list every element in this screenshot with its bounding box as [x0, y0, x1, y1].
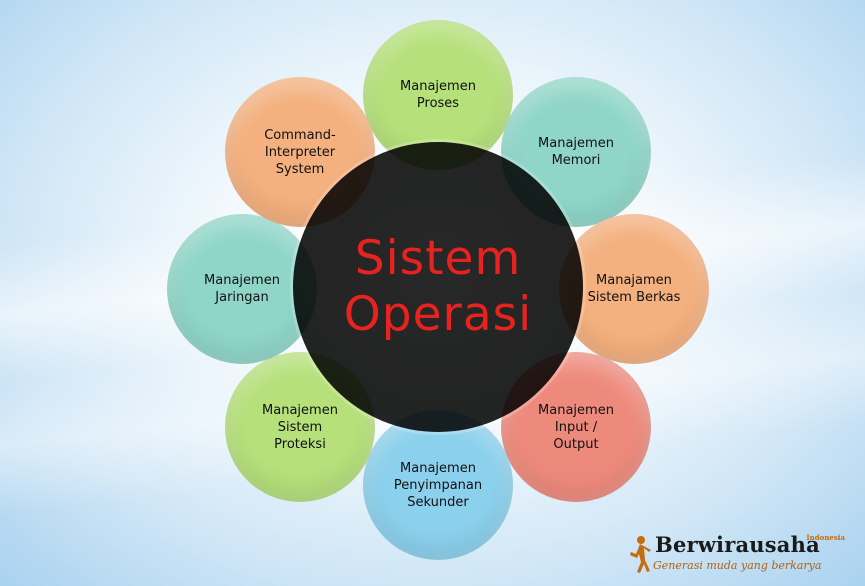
node-label: Manajemen Proses [400, 79, 476, 111]
node-label: Manajemen Penyimpanan Sekunder [393, 460, 483, 510]
center-title: Sistem Operasi [293, 142, 583, 432]
node-manajemen-penyimpanan-sekunder: Manajemen Penyimpanan Sekunder [363, 410, 513, 560]
node-manajemen-memori: Manajemen Memori [501, 77, 651, 227]
node-label: Command- Interpreter System [264, 127, 336, 177]
node-label: Manajemen Jaringan [204, 273, 280, 305]
logo-tagline: Generasi muda yang berkarya [653, 559, 822, 572]
node-label: Manajemen Input / Output [538, 402, 614, 452]
center-title-line2: Operasi [343, 287, 533, 342]
node-label: Manajemen Sistem Proteksi [262, 402, 338, 452]
node-label: Manajemen Memori [538, 136, 614, 168]
node-manajemen-jaringan: Manajemen Jaringan [167, 214, 317, 364]
node-manajamen-sistem-berkas: Manajamen Sistem Berkas [559, 214, 709, 364]
logo-name: Berwirausaha [655, 532, 820, 557]
node-command-interpreter-system: Command- Interpreter System [225, 77, 375, 227]
logo-sub: Indonesia [806, 533, 845, 542]
logo: Berwirausaha Indonesia Generasi muda yan… [627, 532, 847, 578]
node-label: Manajamen Sistem Berkas [587, 273, 681, 305]
logo-figure-icon [630, 536, 651, 573]
center-circle [293, 142, 583, 432]
center-title-line1: Sistem [354, 231, 522, 286]
